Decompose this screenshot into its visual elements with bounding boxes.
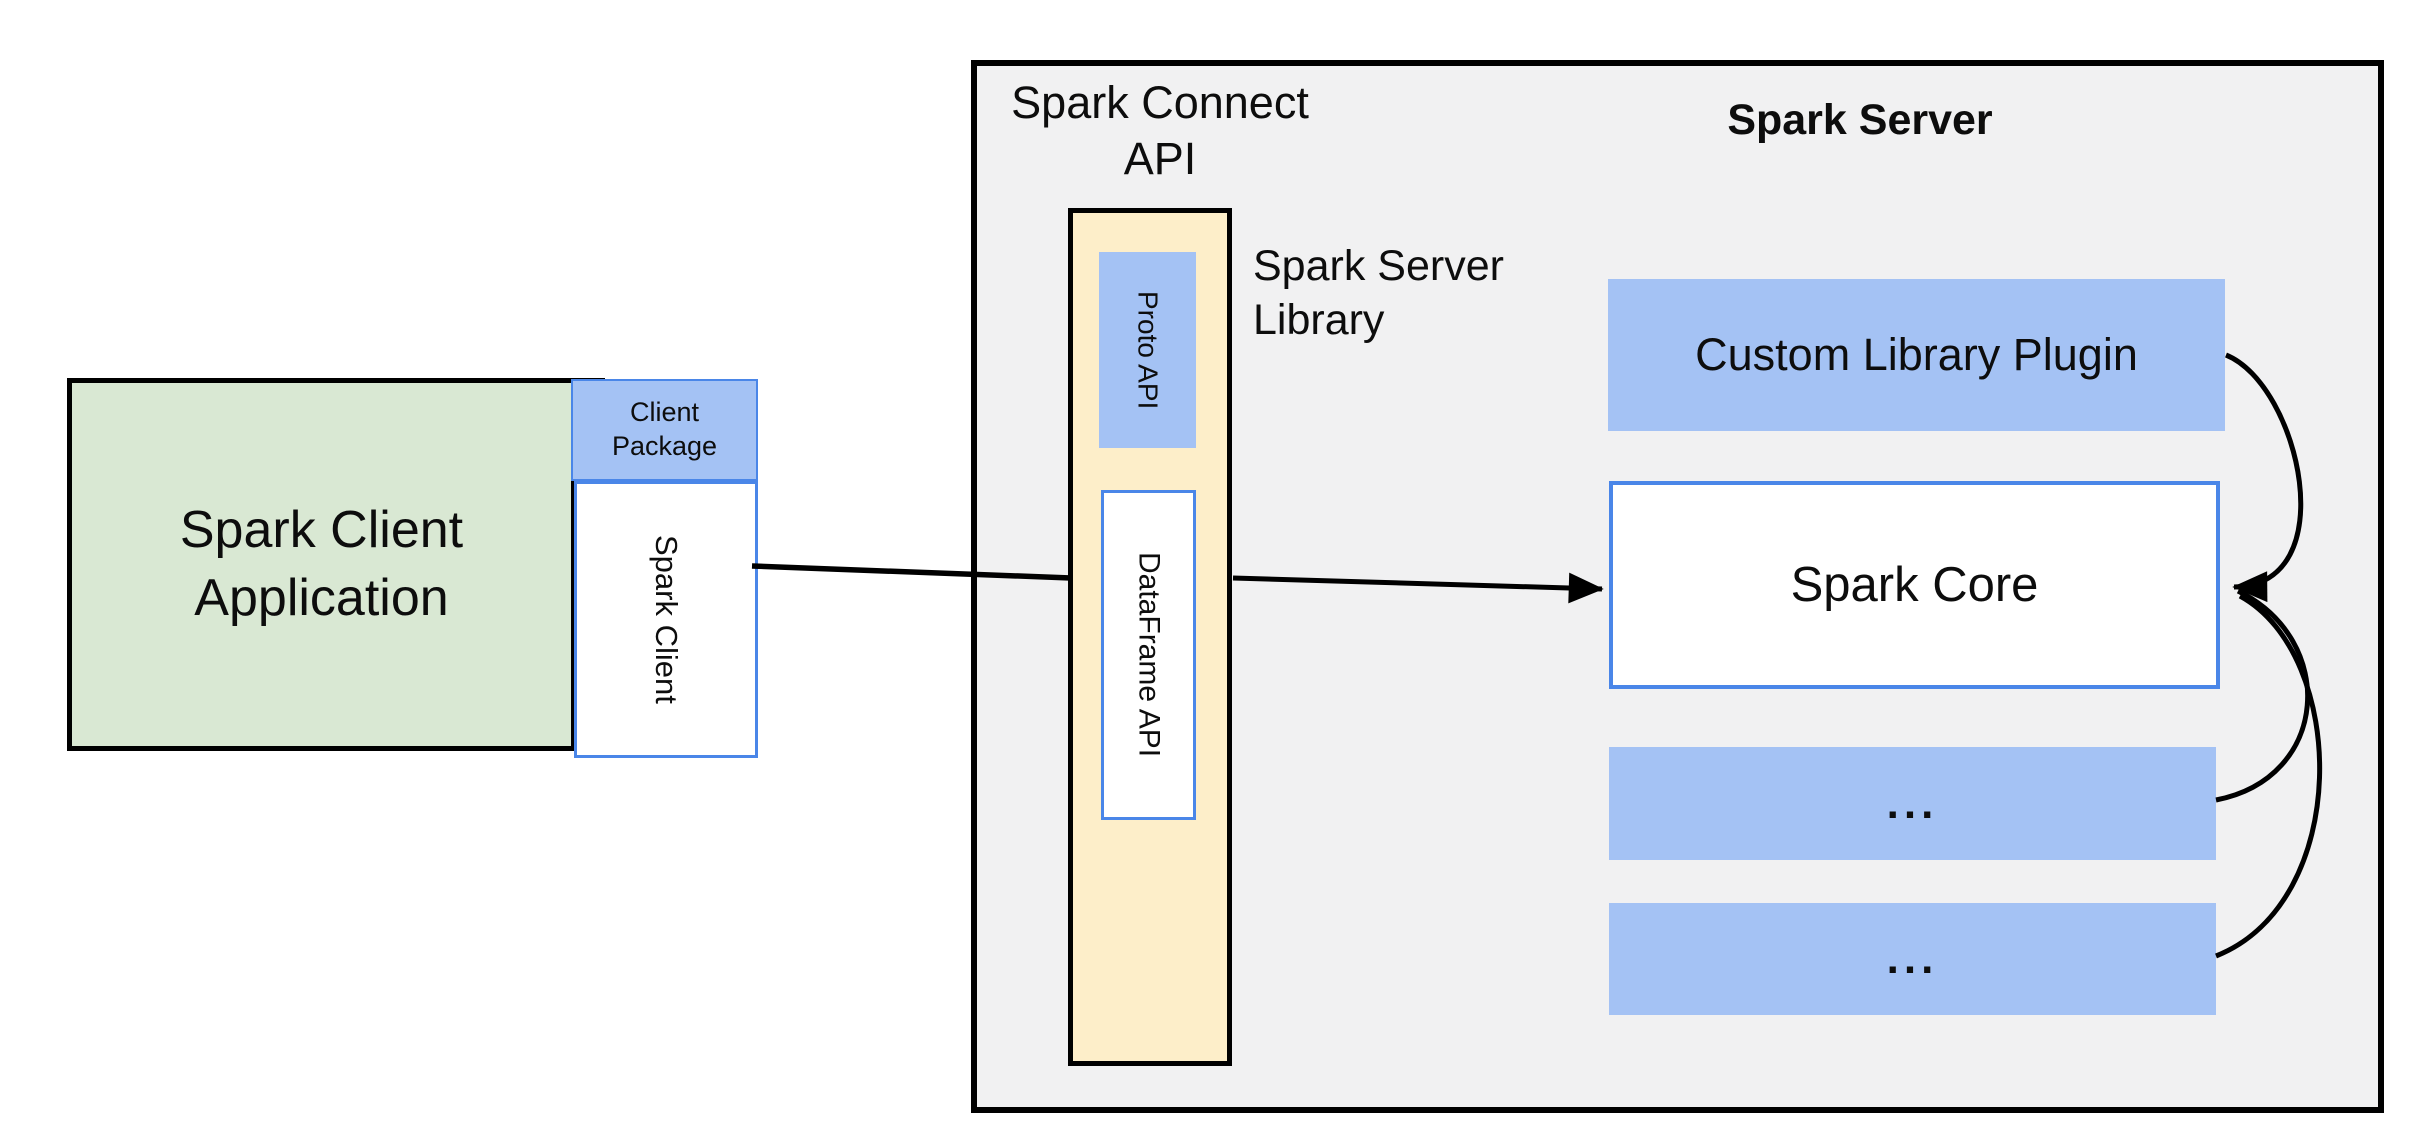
spark-client-box: Spark Client [574,481,758,758]
spark-client-application-label: Spark Client Application [180,497,463,632]
spark-connect-api-label-line1: Spark Connect [1011,77,1309,128]
client-package-label-line2: Package [611,431,718,461]
spark-server-library-label: Spark Server Library [1253,240,1583,348]
spark-core-label: Spark Core [1790,558,2039,612]
custom-library-plugin-box: Custom Library Plugin [1608,279,2225,431]
plugin-slot-box-1: ... [1609,747,2216,860]
spark-client-application-label-line2: Application [194,568,449,627]
dataframe-api-label: DataFrame API [1132,552,1166,758]
ellipsis-label-1: ... [1886,778,1939,828]
dataframe-api-box: DataFrame API [1101,490,1196,820]
spark-client-application-label-line1: Spark Client [179,500,464,559]
plugin-slot-box-2: ... [1609,903,2216,1015]
client-package-box: Client Package [571,379,758,481]
spark-client-application-box: Spark Client Application [67,378,576,751]
spark-connect-api-label: Spark Connect API [1005,75,1315,188]
spark-server-library-label-line1: Spark Server [1253,242,1504,290]
spark-server-title: Spark Server [1727,96,1993,144]
client-package-label-line1: Client [629,397,700,428]
ellipsis-label-2: ... [1886,934,1939,983]
proto-api-label: Proto API [1132,290,1164,410]
proto-api-box: Proto API [1099,252,1196,448]
spark-client-label: Spark Client [649,535,684,704]
spark-server-library-label-line2: Library [1253,295,1385,344]
spark-core-box: Spark Core [1609,481,2220,689]
spark-connect-api-label-line2: API [1123,133,1197,185]
custom-library-plugin-label: Custom Library Plugin [1695,329,2138,380]
